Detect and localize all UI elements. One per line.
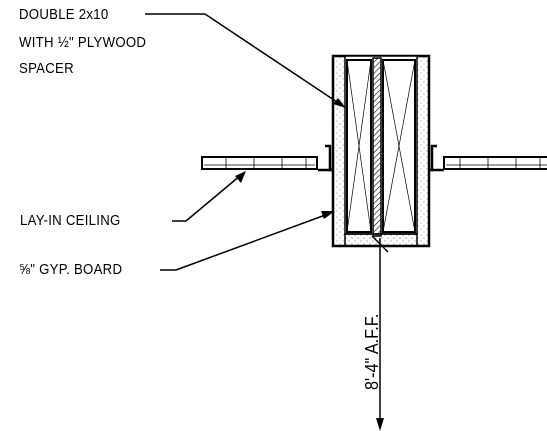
label-ceiling: LAY-IN CEILING [20,212,121,229]
label-beam-line3: SPACER [19,60,74,77]
leader-beam [145,13,346,108]
label-gyp-board: ⅝" GYP. BOARD [19,261,123,278]
dimension-line [371,235,389,431]
leader-gyp [160,211,335,271]
right-ceiling-tile [443,156,547,170]
left-2x10 [346,59,372,233]
label-beam-line2: WITH ½" PLYWOOD [19,34,147,51]
left-ceiling-tile [201,156,318,170]
leader-ceiling [172,171,246,222]
label-height-dimension: 8'-4" A.F.F. [362,313,382,390]
label-beam-line1: DOUBLE 2x10 [19,6,109,23]
right-2x10 [382,59,416,233]
plywood-spacer [372,57,382,237]
left-wall-angle [318,144,333,172]
right-wall-angle [429,144,444,172]
